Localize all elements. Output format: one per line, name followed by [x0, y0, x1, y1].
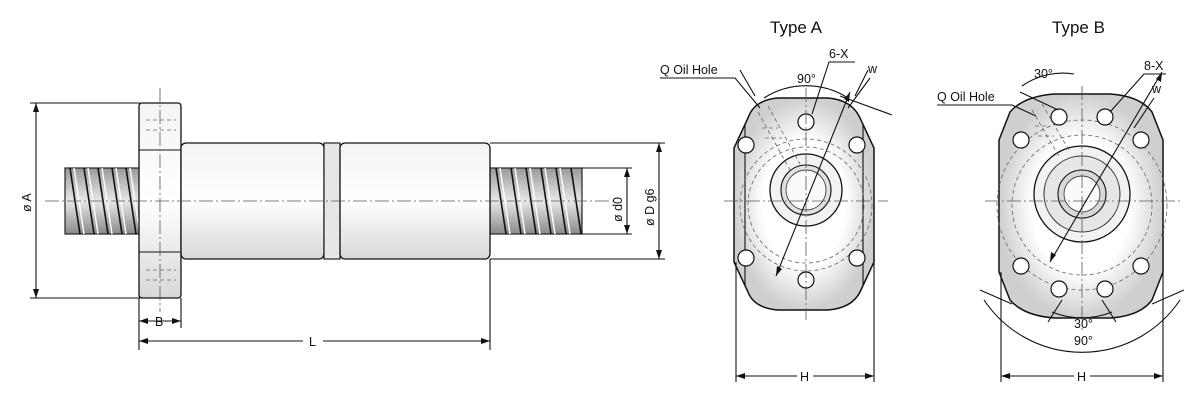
dim-dia-d: ø D g6: [643, 188, 657, 226]
type-b-title: Type B: [1052, 18, 1105, 37]
type-a-h: H: [800, 370, 809, 384]
type-a-title: Type A: [770, 18, 823, 37]
type-b-oil-hole: Q Oil Hole: [937, 90, 995, 104]
type-a-view: Type A 90° Q Oil Hole 6-X: [660, 18, 893, 384]
dim-dia-a: ø A: [20, 193, 34, 212]
type-b-h: H: [1077, 370, 1086, 384]
type-b-view: Type B 30° Q Oil Hole 8-X: [937, 18, 1185, 384]
type-a-bolt-holes: [737, 113, 866, 289]
dim-b: B: [155, 315, 163, 329]
type-a-angle: 90°: [797, 72, 816, 86]
type-b-holes: 8-X: [1144, 59, 1164, 73]
type-a-holes: 6-X: [829, 47, 849, 61]
type-b-angle-bottom-90: 90°: [1074, 334, 1093, 348]
dim-dia-d0: ø d0: [611, 197, 625, 222]
type-a-oil-hole: Q Oil Hole: [660, 63, 718, 77]
type-b-w: w: [1151, 82, 1162, 96]
dim-l: L: [309, 335, 316, 349]
type-b-angle-bottom-30: 30°: [1074, 317, 1093, 331]
type-b-bolt-holes: [1012, 108, 1150, 298]
side-view: ø A B L ø d0 ø D g6: [20, 88, 665, 350]
type-a-w: w: [867, 62, 878, 76]
type-b-angle-top: 30°: [1034, 67, 1053, 81]
